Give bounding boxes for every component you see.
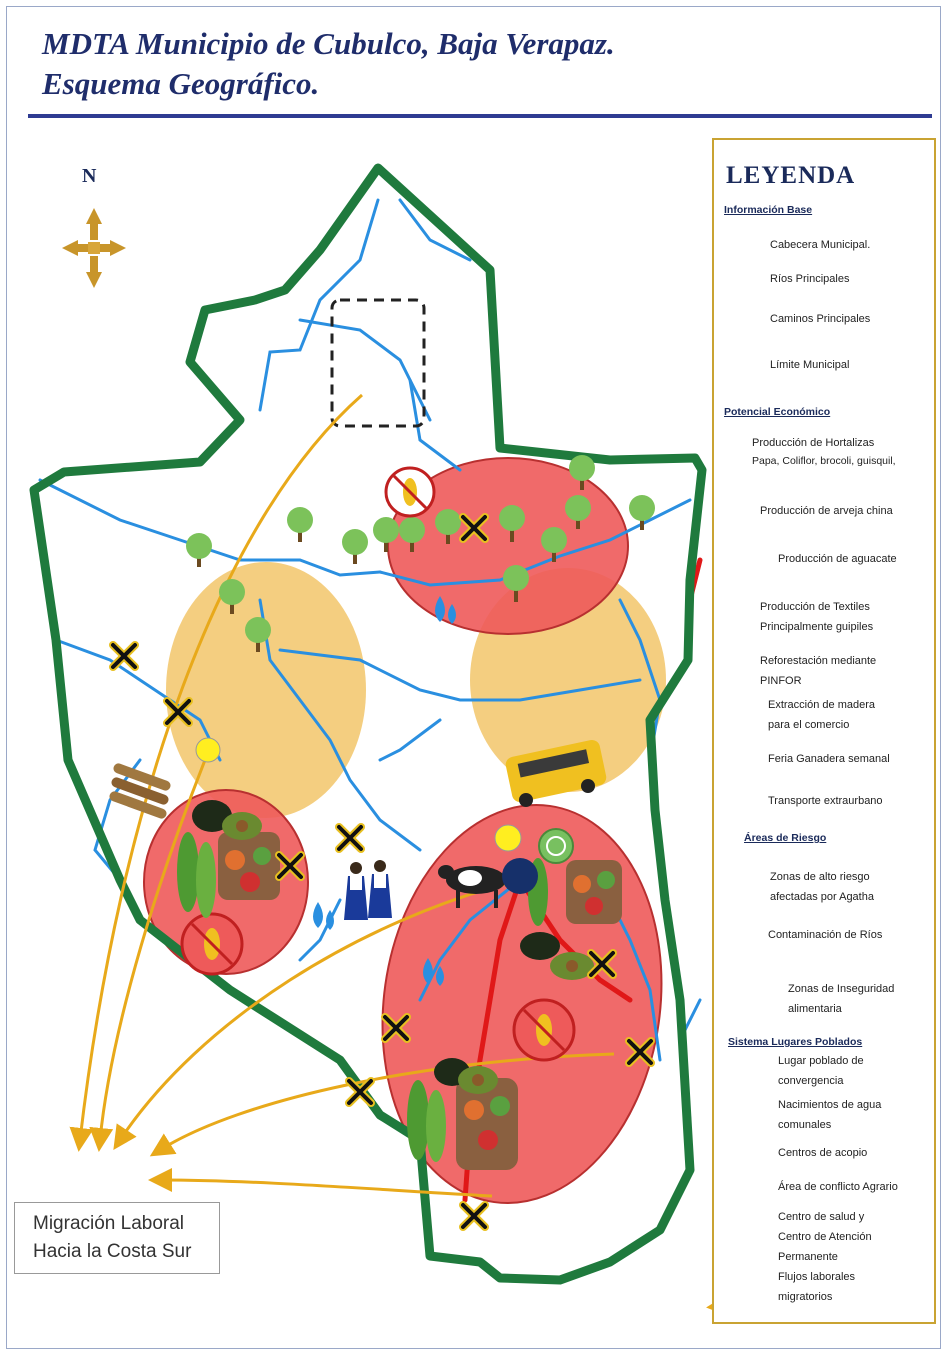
legend-item-convergencia-1: Lugar poblado de bbox=[778, 1055, 864, 1067]
legend-item-inseguridad-2: alimentaria bbox=[788, 1003, 842, 1015]
legend-item-limite: Límite Municipal bbox=[770, 359, 850, 371]
legend-item-arveja: Producción de arveja china bbox=[760, 505, 893, 517]
legend-item-transporte: Transporte extraurbano bbox=[768, 795, 883, 807]
legend-item-rios: Ríos Principales bbox=[770, 273, 850, 285]
food-insecurity-icons bbox=[180, 466, 576, 1062]
legend-item-madera-1: Extracción de madera bbox=[768, 699, 875, 711]
migration-label-line-2: Hacia la Costa Sur bbox=[33, 1241, 192, 1262]
legend-item-salud-2: Centro de Atención bbox=[778, 1231, 872, 1243]
collection-center-markers bbox=[195, 737, 522, 852]
legend-item-madera-2: para el comercio bbox=[768, 719, 850, 731]
legend-item-nacimientos-2: comunales bbox=[778, 1119, 832, 1131]
compass-rose-icon bbox=[62, 208, 126, 288]
legend-item-salud-3: Permanente bbox=[778, 1251, 838, 1263]
legend-item-conflicto: Área de conflicto Agrario bbox=[778, 1181, 898, 1193]
water-spring-icons bbox=[313, 596, 456, 986]
legend-item-inseguridad-1: Zonas de Inseguridad bbox=[788, 983, 895, 995]
migration-label-line-1: Migración Laboral bbox=[33, 1213, 185, 1234]
reforestation-tree-icons bbox=[186, 455, 655, 652]
bus-transport-icon bbox=[505, 740, 607, 807]
title-line-2: Esquema Geográfico. bbox=[42, 66, 320, 101]
municipal-seat-marker bbox=[502, 858, 538, 894]
north-label: N bbox=[82, 165, 97, 187]
legend-item-feria: Feria Ganadera semanal bbox=[768, 753, 890, 765]
legend-title: LEYENDA bbox=[726, 162, 856, 189]
legend-section-risk: Áreas de Riesgo bbox=[744, 832, 827, 844]
page-title: MDTA Municipio de Cubulco, Baja Verapaz.… bbox=[42, 24, 615, 104]
legend-item-textiles-2: Principalmente guipiles bbox=[760, 621, 874, 633]
legend-item-cabecera: Cabecera Municipal. bbox=[770, 239, 871, 251]
legend-item-alto-riesgo-1: Zonas de alto riesgo bbox=[770, 871, 870, 883]
municipal-boundary bbox=[29, 163, 707, 1285]
textile-production-icon bbox=[344, 860, 392, 920]
legend-section-places: Sistema Lugares Poblados bbox=[728, 1036, 863, 1048]
page-frame bbox=[6, 6, 941, 1349]
legend-item-reforestacion-1: Reforestación mediante bbox=[760, 655, 877, 667]
migration-label-box: Migración Laboral Hacia la Costa Sur bbox=[14, 1202, 220, 1274]
legend-item-textiles-1: Producción de Textiles bbox=[760, 601, 870, 613]
convergence-place-markers bbox=[109, 513, 655, 1231]
legend-item-reforestacion-2: PINFOR bbox=[760, 675, 802, 687]
health-center-icon bbox=[538, 828, 574, 864]
avocado-production-icons bbox=[192, 800, 594, 1094]
timber-extraction-icon bbox=[109, 763, 171, 819]
legend-item-salud-1: Centro de salud y bbox=[778, 1211, 865, 1223]
title-underline bbox=[28, 114, 932, 118]
legend-section-base: Información Base bbox=[724, 204, 813, 216]
legend-item-convergencia-2: convergencia bbox=[778, 1075, 844, 1087]
agrarian-conflict-area bbox=[330, 298, 426, 428]
legend-item-hortalizas-2: Papa, Coliflor, brocoli, guisquil, bbox=[752, 455, 896, 467]
legend-item-flujos-1: Flujos laborales bbox=[778, 1271, 856, 1283]
legend-item-alto-riesgo-2: afectadas por Agatha bbox=[770, 891, 874, 903]
legend-item-contaminacion: Contaminación de Ríos bbox=[768, 929, 883, 941]
legend-item-flujos-2: migratorios bbox=[778, 1291, 833, 1303]
legend-item-acopio: Centros de acopio bbox=[778, 1147, 868, 1159]
legend-panel: LEYENDA Información Base Cabecera Munici… bbox=[712, 138, 936, 1324]
title-line-1: MDTA Municipio de Cubulco, Baja Verapaz. bbox=[42, 26, 615, 61]
vegetable-production-icons bbox=[218, 832, 622, 1170]
legend-item-aguacate: Producción de aguacate bbox=[778, 553, 897, 565]
pea-production-icons bbox=[177, 832, 548, 1162]
legend-item-nacimientos-1: Nacimientos de agua bbox=[778, 1099, 882, 1111]
legend-section-economic: Potencial Económico bbox=[724, 406, 831, 418]
legend-item-hortalizas-1: Producción de Hortalizas bbox=[752, 437, 875, 449]
legend-item-caminos: Caminos Principales bbox=[770, 313, 871, 325]
cattle-fair-icon bbox=[438, 865, 506, 908]
